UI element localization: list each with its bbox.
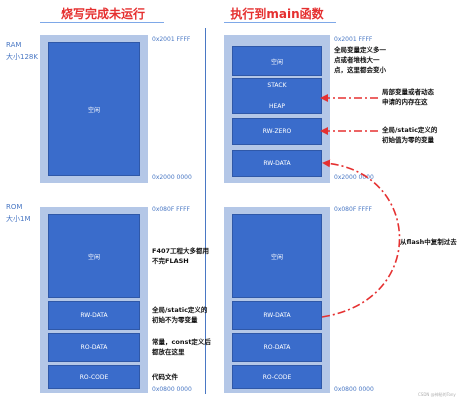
note-stack-line3: 点，这里都会变小 xyxy=(334,66,386,74)
right-ram-rwdata-block: RW-DATA xyxy=(232,150,322,177)
ram-label: RAM xyxy=(6,41,22,49)
left-rom-top-addr: 0x080F FFFF xyxy=(152,206,190,213)
watermark: CSDN @神秘的Tony xyxy=(418,392,456,397)
header-left: 烧写完成未运行 xyxy=(60,7,145,21)
header-right: 执行到main函数 xyxy=(230,7,324,21)
ram-size-label: 大小128K xyxy=(6,53,38,61)
note-heap-line1: 局部变量或者动态 xyxy=(382,88,434,96)
header-underline-left xyxy=(40,22,164,23)
right-ram-top-addr: 0x2001 FFFF xyxy=(334,36,373,43)
right-rom-bottom-addr: 0x0800 0000 xyxy=(334,386,374,393)
note-rwdata: 全局/static定义的 初始不为零变量 xyxy=(152,305,207,325)
right-rom-top-addr: 0x080F FFFF xyxy=(334,206,372,213)
note-flash: F407工程大多都用 不完FLASH xyxy=(152,246,209,266)
right-ram-stack-block: STACK xyxy=(232,78,322,92)
note-rocode: 代码文件 xyxy=(152,373,178,381)
note-heap-line2: 申请的内存在这 xyxy=(382,98,428,106)
note-rwzero-line1: 全局/static定义的 xyxy=(382,126,438,134)
note-rodata: 常量，const定义后 都放在这里 xyxy=(152,337,211,357)
copy-arrow-label: 从flash中复制过去 xyxy=(400,238,457,246)
left-rom-rocode-block: RO-CODE xyxy=(48,365,140,389)
note-stack-line1: 全局变量定义多一 xyxy=(334,46,386,54)
left-ram-top-addr: 0x2001 FFFF xyxy=(152,36,191,43)
note-rwzero-line2: 初始值为零的变量 xyxy=(382,136,434,144)
note-stack: 全局变量定义多一 点或者堆栈大一 点，这里都会变小 xyxy=(334,45,386,75)
note-rwdata-line1: 全局/static定义的 xyxy=(152,306,208,314)
copy-arrow xyxy=(321,159,401,318)
left-rom-bottom-addr: 0x0800 0000 xyxy=(152,386,192,393)
rom-size-label: 大小1M xyxy=(6,215,31,223)
left-rom-free-block: 空闲 xyxy=(48,214,140,298)
note-stack-line2: 点或者堆栈大一 xyxy=(334,56,380,64)
right-rom-rocode-block: RO-CODE xyxy=(232,365,322,389)
note-rwdata-line2: 初始不为零变量 xyxy=(152,316,198,324)
left-ram-bottom-addr: 0x2000 0000 xyxy=(152,174,192,181)
right-ram-bottom-addr: 0x2000 0000 xyxy=(334,174,374,181)
note-rodata-line1: 常量，const定义后 xyxy=(152,338,211,346)
right-ram-heap-block: HEAP xyxy=(232,92,322,114)
note-rodata-line2: 都放在这里 xyxy=(152,348,185,356)
note-rwzero: 全局/static定义的 初始值为零的变量 xyxy=(382,125,437,145)
note-flash-line1: F407工程大多都用 xyxy=(152,247,210,255)
left-ram-free-block: 空闲 xyxy=(48,42,140,176)
header-underline-right xyxy=(224,22,336,23)
note-flash-line2: 不完FLASH xyxy=(152,257,189,265)
right-rom-rodata-block: RO-DATA xyxy=(232,333,322,362)
left-rom-rwdata-block: RW-DATA xyxy=(48,301,140,330)
rom-label: ROM xyxy=(6,203,23,211)
right-ram-free-block: 空闲 xyxy=(232,46,322,76)
right-rom-free-block: 空闲 xyxy=(232,214,322,298)
right-ram-rwzero-block: RW-ZERO xyxy=(232,118,322,145)
left-rom-rodata-block: RO-DATA xyxy=(48,333,140,362)
note-heap: 局部变量或者动态 申请的内存在这 xyxy=(382,87,434,107)
right-rom-rwdata-block: RW-DATA xyxy=(232,301,322,330)
column-divider xyxy=(205,28,206,394)
